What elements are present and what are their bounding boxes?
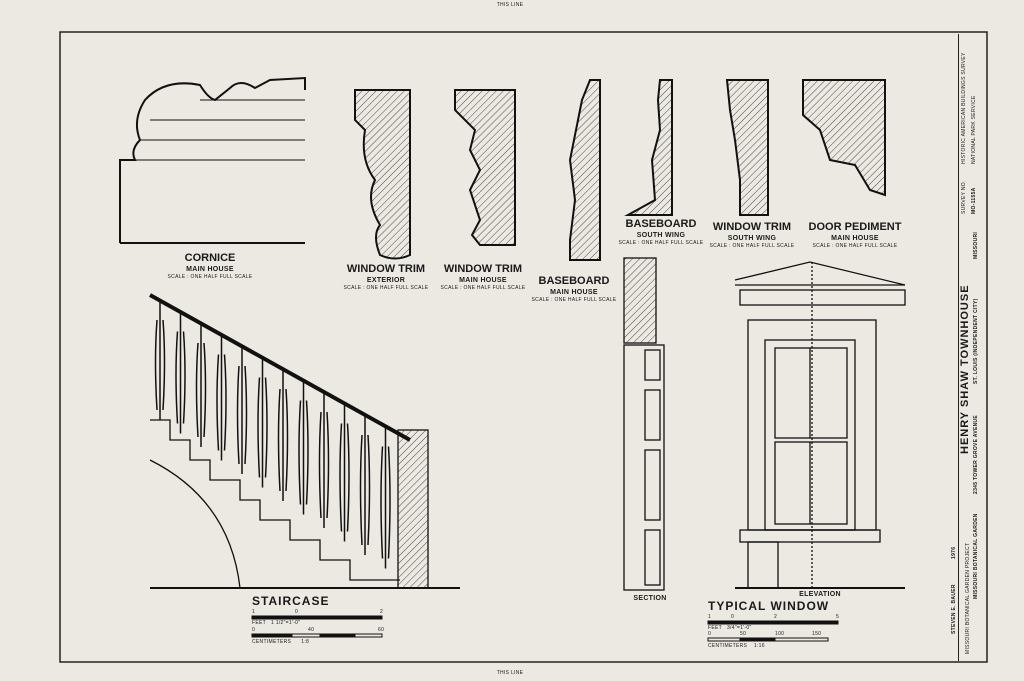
window-trim-south-profile (725, 79, 769, 216)
cm-label: CENTIMETERS (708, 643, 748, 649)
tick: 100 (775, 631, 785, 637)
detail-sub: MAIN HOUSE (459, 277, 507, 284)
typical-window-title: TYPICAL WINDOW (708, 599, 830, 613)
window-feet-label: FEET 3/4"=1'-0" (708, 625, 752, 631)
detail-sub: EXTERIOR (366, 277, 406, 284)
tick: 0 (708, 631, 712, 637)
tick: 150 (812, 631, 822, 637)
cm-scale: 1:16 (753, 643, 765, 649)
cm-scale: 1:8 (301, 639, 310, 645)
survey-name: HISTORIC AMERICAN BUILDINGS SURVEY (961, 52, 967, 164)
staircase-drawing (149, 293, 460, 589)
tick: 2 (774, 614, 778, 620)
baseboard-south-profile (624, 79, 673, 216)
detail-scale: SCALE : ONE HALF FULL SCALE (709, 243, 795, 249)
top-mark: THIS LINE (496, 2, 524, 8)
tick: 50 (740, 631, 747, 637)
tick: 40 (308, 627, 315, 633)
window-elevation-drawing (734, 261, 906, 590)
project: MISSOURI BOTANICAL GARDEN PROJECT (965, 542, 971, 654)
window-cm-label: CENTIMETERS 1:16 (708, 643, 765, 649)
detail-title: BASEBOARD (538, 275, 610, 287)
staircase-scale-bar (251, 615, 383, 638)
year: 1976 (951, 546, 957, 559)
detail-sub: SOUTH WING (727, 235, 777, 242)
detail-scale: SCALE : ONE HALF FULL SCALE (618, 240, 704, 246)
tick: 5 (836, 614, 840, 620)
detail-scale: SCALE : ONE HALF FULL SCALE (812, 243, 898, 249)
bottom-mark: THIS LINE (496, 670, 524, 676)
staircase-title: STAIRCASE (252, 594, 330, 608)
detail-sub: MAIN HOUSE (550, 289, 598, 296)
detail-scale: SCALE : ONE HALF FULL SCALE (531, 297, 617, 303)
tick: 2 (380, 609, 384, 615)
tick: 0 (252, 627, 256, 633)
detail-scale: SCALE : ONE HALF FULL SCALE (440, 285, 526, 291)
sheet-no: MO-1155A (971, 187, 977, 214)
baluster (175, 311, 186, 434)
feet-scale: 1 1/2"=1'-0" (270, 620, 301, 626)
detail-title: WINDOW TRIM (443, 263, 523, 275)
door-pediment-profile (802, 79, 886, 197)
survey-sub: NATIONAL PARK SERVICE (971, 95, 977, 164)
detail-scale: SCALE : ONE HALF FULL SCALE (167, 274, 253, 280)
sheet-no-label: SURVEY NO. (961, 180, 967, 214)
address: 2345 TOWER GROVE AVENUE (973, 414, 979, 494)
window-trim-exterior-profile (354, 89, 411, 260)
baluster (195, 323, 207, 447)
baluster (318, 392, 330, 528)
feet-label: FEET (708, 625, 722, 631)
building-name: HENRY SHAW TOWNHOUSE (959, 284, 971, 454)
cornice-profile (119, 76, 306, 244)
staircase-feet-label: FEET 1 1/2"=1'-0" (252, 620, 300, 626)
baluster (216, 334, 227, 461)
detail-sub: SOUTH WING (636, 232, 686, 239)
section-label: SECTION (633, 595, 667, 602)
cm-label: CENTIMETERS (252, 639, 292, 645)
detail-sub: MAIN HOUSE (186, 266, 234, 273)
window-section-drawing (623, 257, 665, 591)
detail-scale: SCALE : ONE HALF FULL SCALE (343, 285, 429, 291)
tick: 0 (731, 614, 735, 620)
baluster (154, 300, 166, 420)
city: ST. LOUIS (INDEPENDENT CITY) (973, 298, 979, 384)
tick: 1 (252, 609, 256, 615)
baluster (359, 415, 371, 555)
baluster (298, 380, 309, 515)
delineator: STEVEN E. BAUER (951, 584, 957, 634)
tick: 0 (295, 609, 299, 615)
baluster (236, 346, 248, 474)
detail-sub: MAIN HOUSE (831, 235, 879, 242)
feet-scale: 3/4"=1'-0" (726, 625, 752, 631)
sheet-border (59, 31, 988, 663)
tick: 1 (708, 614, 712, 620)
baseboard-main-profile (568, 79, 601, 261)
baluster (380, 426, 391, 569)
owner: MISSOURI BOTANICAL GARDEN (973, 513, 979, 599)
detail-title: BASEBOARD (625, 218, 697, 230)
state: MISSOURI (973, 231, 979, 259)
tick: 60 (378, 627, 385, 633)
baluster (277, 369, 289, 501)
staircase-cm-label: CENTIMETERS 1:8 (252, 639, 309, 645)
window-scale-bar (707, 620, 839, 642)
title-block: HISTORIC AMERICAN BUILDINGS SURVEY NATIO… (951, 34, 987, 661)
detail-title: WINDOW TRIM (346, 263, 426, 275)
feet-label: FEET (252, 620, 266, 626)
baluster (257, 357, 268, 488)
baluster (339, 403, 350, 542)
detail-title: CORNICE (184, 252, 236, 264)
elevation-label: ELEVATION (799, 591, 841, 598)
window-trim-main-profile (454, 89, 516, 246)
detail-title: WINDOW TRIM (712, 221, 792, 233)
detail-title: DOOR PEDIMENT (808, 221, 902, 233)
